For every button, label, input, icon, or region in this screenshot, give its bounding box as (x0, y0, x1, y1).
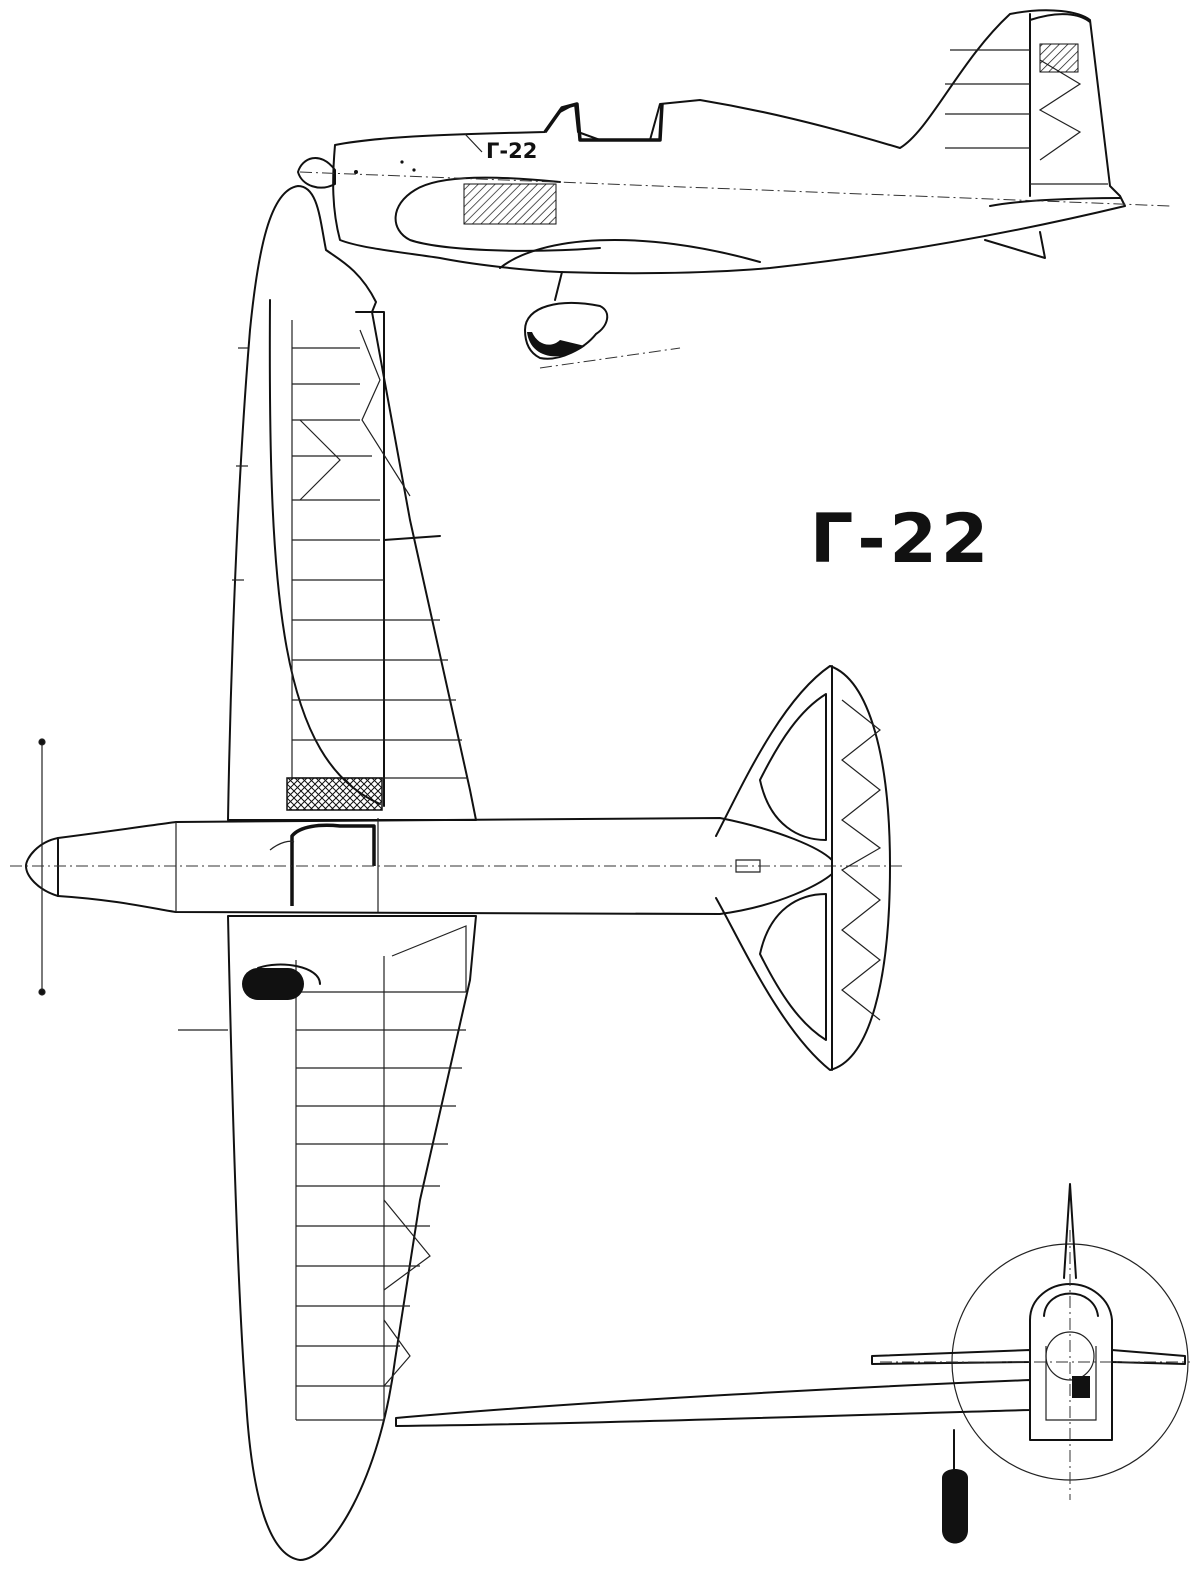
plan-horizontal-tail (715, 665, 891, 1071)
side-wheel (524, 302, 609, 360)
side-wheel-strut (554, 271, 563, 301)
front-wheel (942, 1469, 968, 1544)
side-fuselage (332, 9, 1126, 275)
front-fin (1063, 1183, 1077, 1279)
plan-crosshatched-panel (286, 777, 383, 811)
plan-propeller (38, 738, 46, 996)
side-fin (1029, 13, 1091, 197)
side-hatched-panel (463, 183, 557, 225)
side-cowl-panel (394, 176, 601, 252)
side-view (297, 9, 1171, 369)
aircraft-designation-title: Г-22 (810, 500, 993, 579)
plan-wing-right (227, 915, 477, 1561)
plan-cockpit (290, 823, 376, 906)
plan-view (10, 185, 905, 1561)
side-spinner (297, 157, 336, 189)
front-view (395, 1183, 1190, 1544)
plan-wing-left (227, 185, 477, 821)
plan-wheel (242, 968, 304, 1000)
side-canopy (543, 102, 664, 142)
side-view-registration: Г-22 (486, 139, 538, 163)
front-wing (395, 1379, 1031, 1427)
